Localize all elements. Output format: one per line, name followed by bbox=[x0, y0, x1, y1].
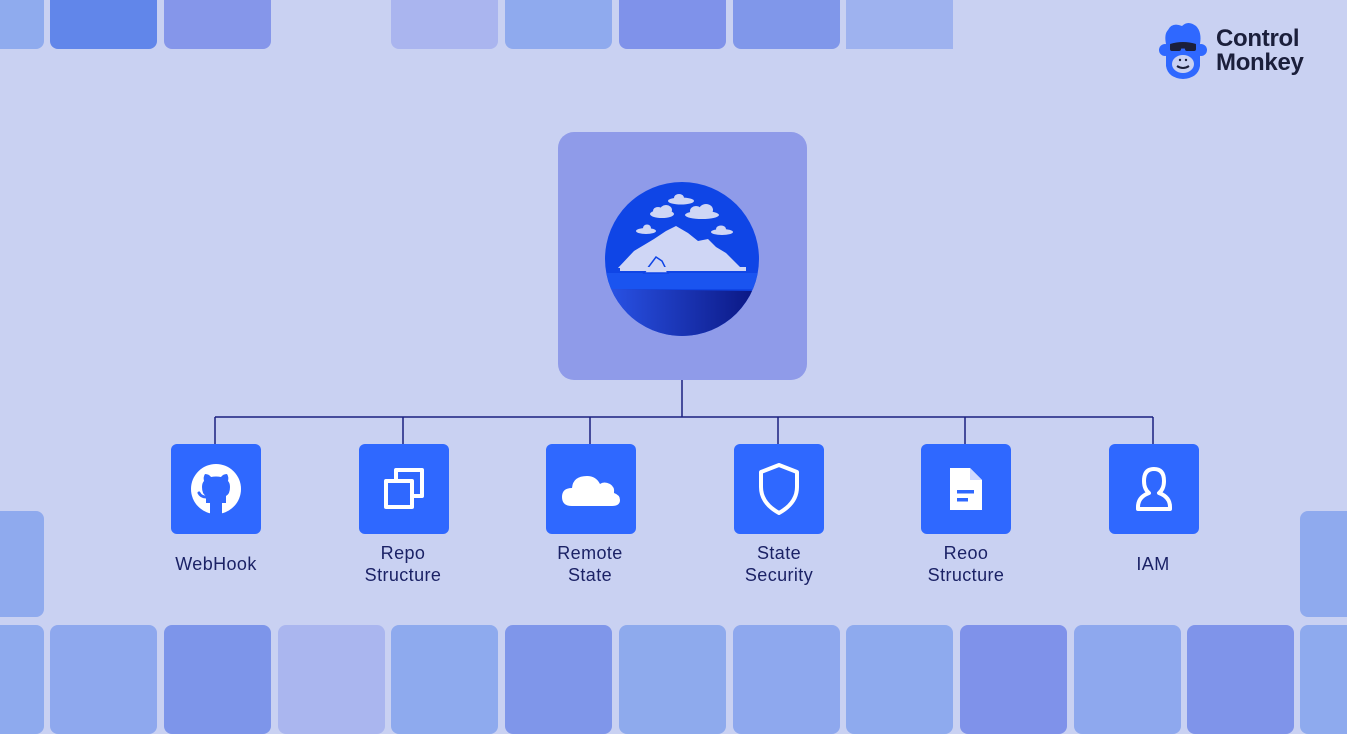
brand-logo: Control Monkey bbox=[1158, 20, 1304, 82]
iam-node[interactable] bbox=[1109, 444, 1199, 534]
webhook-node[interactable] bbox=[171, 444, 261, 534]
bg-tile bbox=[733, 0, 840, 49]
brand-name: Control Monkey bbox=[1216, 27, 1304, 75]
node-label: Reoo Structure bbox=[886, 542, 1046, 586]
document-icon bbox=[950, 468, 982, 510]
node-label-line: IAM bbox=[1136, 554, 1170, 574]
node-label-line: State bbox=[567, 565, 613, 585]
node-label-line: Remote bbox=[557, 543, 623, 563]
node-label: Repo Structure bbox=[323, 542, 483, 586]
island-mountain-emblem-icon bbox=[605, 182, 759, 336]
repo-structure-node[interactable] bbox=[359, 444, 449, 534]
node-label: IAM bbox=[1073, 553, 1233, 575]
node-label-line: Security bbox=[744, 565, 814, 585]
bg-tile bbox=[0, 511, 44, 617]
github-icon bbox=[191, 464, 241, 515]
node-label-line: Structure bbox=[927, 565, 1005, 585]
remote-state-node[interactable] bbox=[546, 444, 636, 534]
node-label-line: State bbox=[756, 543, 802, 563]
bg-tile bbox=[505, 0, 612, 49]
copy-squares-icon bbox=[384, 468, 424, 509]
cloud-icon bbox=[562, 476, 620, 506]
state-security-node[interactable] bbox=[734, 444, 824, 534]
repo-structure-2-node[interactable] bbox=[921, 444, 1011, 534]
node-label-line: WebHook bbox=[175, 554, 257, 574]
bg-tile bbox=[619, 0, 726, 49]
node-label-line: Repo bbox=[380, 543, 426, 563]
shield-icon bbox=[759, 463, 799, 515]
node-label-line: Reoo bbox=[943, 543, 989, 563]
node-label: WebHook bbox=[136, 553, 296, 575]
bg-tile bbox=[846, 0, 953, 49]
brand-name-line2: Monkey bbox=[1216, 49, 1304, 76]
monkey-with-sunglasses-icon bbox=[1159, 23, 1207, 79]
bg-tile bbox=[1300, 511, 1347, 617]
bg-tile bbox=[164, 0, 271, 49]
hub-card bbox=[558, 132, 807, 380]
connector-lines bbox=[214, 380, 1154, 444]
node-label: Remote State bbox=[510, 542, 670, 586]
user-icon bbox=[1136, 467, 1172, 511]
brand-name-line1: Control bbox=[1216, 25, 1300, 52]
bg-tile bbox=[391, 0, 498, 49]
node-label-line: Structure bbox=[364, 565, 442, 585]
bg-tile bbox=[0, 0, 44, 49]
node-label: State Security bbox=[699, 542, 859, 586]
bg-tile bbox=[50, 0, 157, 49]
